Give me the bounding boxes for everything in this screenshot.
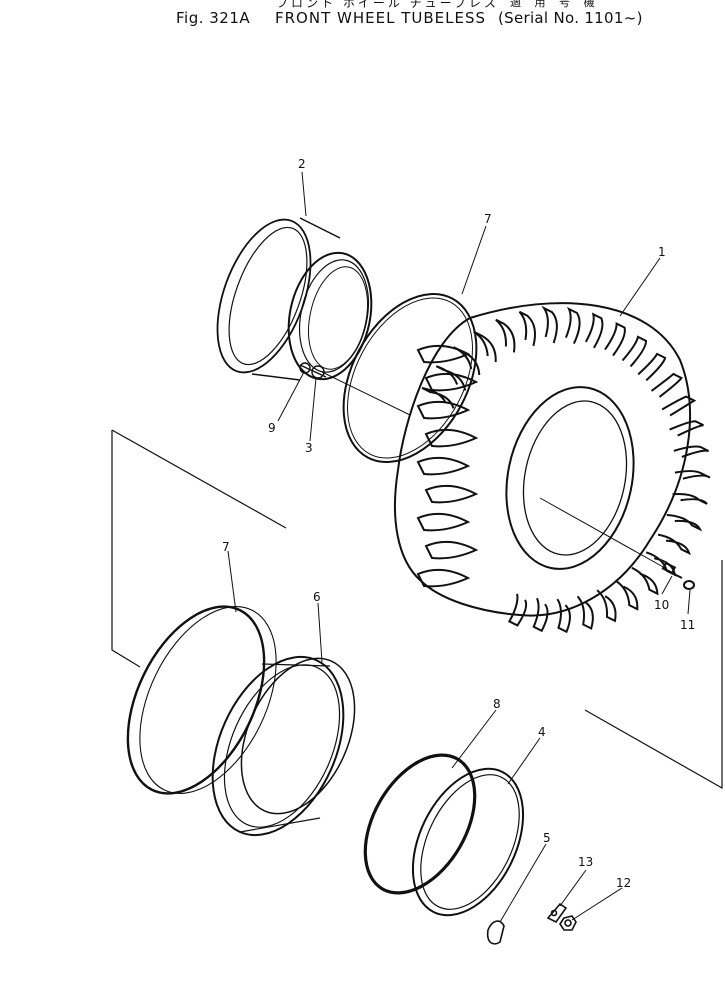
figure-title: FRONT WHEEL TUBELESS — [275, 9, 486, 27]
tread-lug — [631, 566, 659, 596]
tread-lug — [666, 514, 703, 532]
callout-11: 11 — [680, 618, 695, 632]
tread-lug — [518, 310, 536, 347]
tread-lug — [657, 533, 691, 556]
sidewall-lug — [416, 344, 471, 364]
o-ring-upper — [342, 292, 478, 464]
tread-lug — [669, 420, 708, 437]
sidewall-lug — [424, 484, 479, 504]
lock-ring — [411, 767, 525, 917]
callout-7-upper: 7 — [484, 212, 492, 226]
callout-12: 12 — [616, 876, 631, 890]
tread-lug — [596, 589, 617, 623]
tread-lug — [672, 493, 708, 505]
tread-lug — [532, 597, 549, 633]
wheel-rim — [216, 217, 373, 381]
japanese-title: フロント ホイール チューブレス — [276, 0, 499, 10]
tread-lug — [637, 352, 667, 382]
tread-lug — [435, 365, 467, 391]
callout-10: 10 — [654, 598, 669, 612]
tread-lug — [650, 372, 683, 398]
valve-stem — [661, 561, 683, 579]
tread-lug — [508, 593, 528, 627]
sidewall-lug — [416, 568, 471, 588]
lock-plate — [546, 902, 568, 924]
sidewall-lug — [416, 400, 471, 420]
tread-lug — [564, 306, 581, 345]
tread-lug — [661, 395, 697, 417]
callout-labels: 2 7 1 9 3 7 6 10 11 8 4 5 13 12 — [222, 157, 695, 890]
hex-nut — [559, 915, 577, 931]
tread-lug — [621, 335, 647, 368]
o-ring-lower — [126, 605, 277, 795]
callout-7-lower: 7 — [222, 540, 230, 554]
tread-lug — [674, 470, 711, 480]
callout-3: 3 — [305, 441, 313, 455]
tread-lug — [673, 445, 710, 458]
callout-8: 8 — [493, 697, 501, 711]
sidewall-lug — [424, 428, 479, 448]
tread-lug — [495, 318, 516, 353]
tread-lug — [614, 579, 639, 611]
callout-5: 5 — [543, 831, 551, 845]
callout-1: 1 — [658, 245, 666, 259]
o-ring-bold — [363, 753, 477, 895]
tire-tread-lugs — [416, 305, 711, 634]
tread-lug — [541, 305, 558, 344]
callout-6: 6 — [313, 590, 321, 604]
section-bracket-lines — [111, 429, 723, 790]
callout-4: 4 — [538, 725, 546, 739]
callout-2: 2 — [298, 157, 306, 171]
valve-cap — [683, 580, 695, 590]
tread-lug — [585, 312, 604, 349]
serial-range: (Serial No. 1101~) — [498, 9, 643, 27]
tread-lug — [604, 321, 626, 357]
side-ring — [211, 655, 356, 837]
tread-lug — [473, 330, 497, 363]
sidewall-lug — [416, 456, 471, 476]
tire — [393, 302, 711, 634]
callout-9: 9 — [268, 421, 276, 435]
japanese-serial-label: 適 用 号 機 — [510, 0, 600, 9]
driver-key — [486, 920, 505, 945]
sidewall-lug — [424, 540, 479, 560]
callout-13: 13 — [578, 855, 593, 869]
leader-lines — [227, 171, 691, 923]
figure-number: Fig. 321A — [176, 9, 251, 27]
valve-fitting — [299, 362, 327, 379]
sidewall-lug — [424, 372, 479, 392]
assembly-axis-lines — [321, 371, 666, 569]
figure-header: フロント ホイール チューブレス 適 用 号 機 Fig. 321A FRONT… — [0, 0, 725, 34]
sidewall-lug — [416, 512, 471, 532]
tread-lug — [421, 387, 455, 409]
tread-lug — [576, 595, 594, 630]
tread-lug — [556, 598, 571, 634]
